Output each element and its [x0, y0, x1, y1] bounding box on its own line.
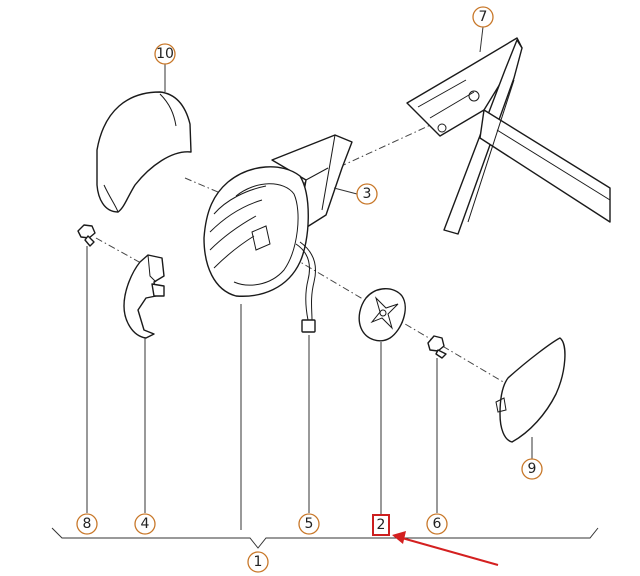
bracket — [123, 254, 165, 339]
mirror-housing — [203, 166, 309, 297]
assembly-brace — [51, 527, 599, 549]
callout-7: 7 — [472, 6, 494, 28]
mirror-cap — [96, 91, 192, 213]
callout-1: 1 — [247, 551, 269, 573]
svg-text:3: 3 — [363, 186, 372, 202]
callout-3: 3 — [356, 183, 378, 205]
svg-text:5: 5 — [305, 516, 314, 532]
svg-text:4: 4 — [141, 516, 150, 532]
callout-5: 5 — [298, 513, 320, 535]
callout-8: 8 — [76, 513, 98, 535]
callout-2: 2 — [372, 514, 390, 536]
door-frame — [406, 37, 611, 235]
svg-text:10: 10 — [156, 46, 174, 62]
svg-text:7: 7 — [479, 9, 488, 25]
svg-text:9: 9 — [528, 461, 537, 477]
callout-2-highlight-box — [372, 514, 390, 536]
svg-text:2: 2 — [377, 517, 386, 533]
callout-9: 9 — [521, 458, 543, 480]
svg-text:8: 8 — [83, 516, 92, 532]
svg-text:6: 6 — [433, 516, 442, 532]
small-screw — [427, 335, 447, 359]
callout-6: 6 — [426, 513, 448, 535]
svg-text:1: 1 — [254, 554, 263, 570]
screw — [77, 224, 96, 247]
pointer-arrow — [392, 531, 499, 566]
leader-lines — [86, 26, 533, 530]
wiring-harness — [295, 241, 316, 333]
mirror-glass — [495, 337, 566, 443]
adjustment-motor — [358, 288, 406, 342]
callout-10: 10 — [154, 43, 176, 65]
callout-4: 4 — [134, 513, 156, 535]
